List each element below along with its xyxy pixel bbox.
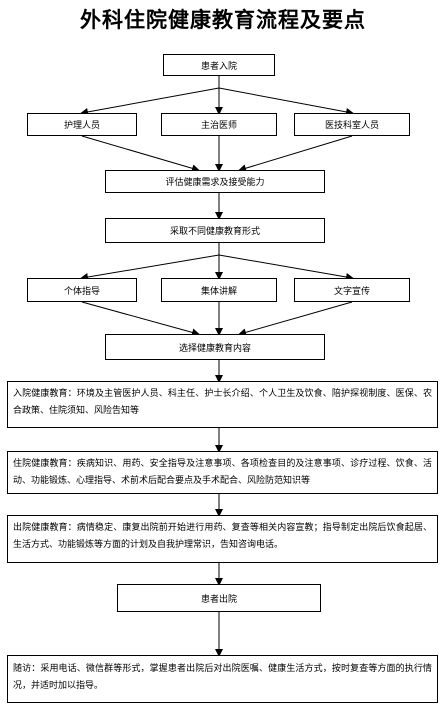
page-title: 外科住院健康教育流程及要点 — [80, 7, 366, 32]
node-admission-education: 入院健康教育：环境及主管医护人员、科主任、护士长介绍、个人卫生及饮食、陪护探视制… — [7, 381, 438, 428]
node-discharge-education: 出院健康教育：病情稳定、康复出院前开始进行用药、复查等相关内容宣教；指导制定出院… — [7, 515, 438, 563]
node-nurse: 护理人员 — [27, 113, 137, 136]
node-doctor: 主治医师 — [161, 113, 277, 136]
node-forms: 采取不同健康教育形式 — [105, 218, 325, 243]
node-group: 集体讲解 — [161, 278, 277, 302]
node-admission: 患者入院 — [163, 54, 275, 76]
node-tech: 医技科室人员 — [294, 113, 410, 136]
node-discharge: 患者出院 — [117, 584, 321, 612]
node-written: 文字宣传 — [294, 278, 410, 302]
node-followup: 随访：采用电话、微信群等形式，掌握患者出院后对出院医嘱、健康生活方式，按时复查等… — [7, 655, 438, 703]
node-content: 选择健康教育内容 — [105, 334, 325, 360]
node-assess: 评估健康需求及接受能力 — [105, 170, 325, 193]
node-inpatient-education: 住院健康教育：疾病知识、用药、安全指导及注意事项、各项检查目的及注意事项、诊疗过… — [7, 451, 438, 494]
node-individual: 个体指导 — [27, 278, 137, 302]
